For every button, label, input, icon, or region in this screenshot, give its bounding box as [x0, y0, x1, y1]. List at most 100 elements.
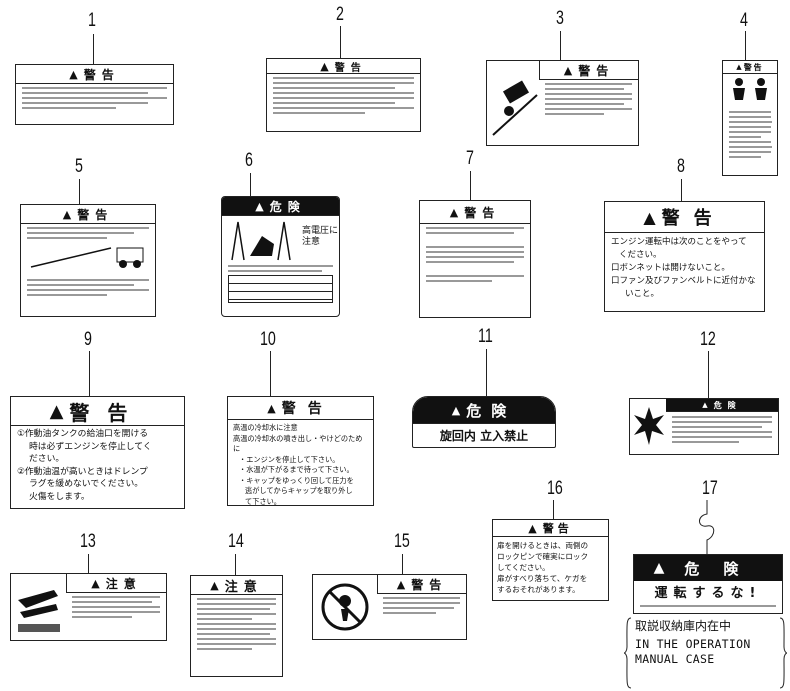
label-10-line: ・キャップをゆっくり回して圧力を: [239, 475, 354, 485]
label-12-number: 12: [700, 329, 716, 350]
label-9: ▲警告 ①作動油タンクの給油口を開ける 時は必ずエンジンを停止してく ださい。 …: [10, 396, 185, 509]
label-2: ▲ 警告: [266, 58, 421, 132]
label-13: ▲ 注意: [10, 573, 167, 641]
warning-triangle-icon: ▲: [451, 403, 461, 417]
warning-triangle-icon: ▲: [702, 401, 708, 409]
warning-triangle-icon: ▲: [320, 59, 329, 73]
label-7: ▲警告: [419, 200, 531, 318]
warning-triangle-icon: ▲: [736, 63, 742, 71]
label-10-line: て下さい。: [245, 496, 281, 506]
warning-triangle-icon: ▲: [69, 67, 78, 81]
warning-triangle-icon: ▲: [49, 400, 64, 422]
label-14: ▲ 注意: [190, 575, 283, 677]
label-7-number: 7: [466, 148, 474, 169]
warning-triangle-icon: ▲: [62, 207, 72, 221]
label-6: ▲ 危険 高電圧に注意: [221, 196, 340, 317]
label-2-number: 2: [336, 4, 344, 25]
label-10: ▲ 警告 高温の冷却水に注意 高温の冷却水の噴き出し・やけどのために ・エンジンを…: [227, 396, 374, 506]
label-4-number: 4: [740, 10, 748, 31]
label-8: ▲警告 エンジン運転中は次のことをやって ください。 口ボンネットは開けないこと…: [604, 201, 765, 312]
label-4: ▲警告: [722, 60, 778, 176]
label-10-number: 10: [260, 329, 276, 350]
label-16-line: ロックピンで確実にロック: [497, 552, 589, 561]
label-9-line: 火傷をします。: [29, 491, 90, 502]
label-16: ▲警告 扉を開けるときは、両側の ロックピンで確実にロック してください。 扉が…: [492, 519, 609, 601]
warning-triangle-icon: ▲: [210, 578, 219, 592]
label-8-line: エンジン運転中は次のことをやって: [611, 237, 747, 247]
label-12-title: 危険: [713, 400, 742, 410]
explosion-icon: [634, 407, 664, 445]
power-line-hazard-icon: [231, 221, 291, 261]
label-8-line: いこと。: [625, 289, 660, 299]
warning-triangle-icon: ▲: [643, 207, 656, 227]
label-8-line: 口ファン及びファンベルトに近付かな: [611, 276, 756, 286]
label-16-line: するおそれがあります。: [497, 585, 580, 594]
label-9-number: 9: [84, 329, 92, 350]
label-9-line: ②作動油温が高いときはドレンプ: [17, 466, 148, 477]
label-15-number: 15: [394, 531, 410, 552]
label-3-title: 警告: [578, 63, 615, 78]
label-11: ▲危険 旋回内 立入禁止: [412, 396, 556, 448]
label-16-line: 扉を開けるときは、両側の: [497, 541, 589, 550]
label-17-number: 17: [702, 478, 718, 499]
label-17-leader-icon: [699, 500, 715, 554]
manual-case-en-2: MANUAL CASE: [635, 652, 715, 666]
label-1-title: 警告: [83, 67, 120, 82]
label-2-title: 警告: [334, 62, 367, 74]
left-brace-icon: [624, 617, 632, 689]
label-10-line: ・エンジンを停止して下さい。: [239, 454, 340, 464]
right-brace-icon: [779, 617, 787, 689]
label-1: ▲ 警告: [15, 64, 174, 125]
label-16-line: してください。: [497, 563, 550, 572]
label-6-title: 危険: [269, 199, 306, 214]
label-5-title: 警告: [77, 207, 114, 222]
manual-case-jp: 取説収納庫内在中: [635, 619, 732, 633]
label-10-line: ・水温が下がるまで待って下さい。: [239, 465, 354, 474]
label-1-number: 1: [88, 10, 96, 31]
label-17-title: 危険: [684, 559, 763, 578]
hand-caution-icon: [18, 590, 60, 632]
label-8-title: 警告: [661, 208, 726, 229]
label-17-body: 運転するな!: [654, 586, 762, 601]
label-8-number: 8: [677, 156, 685, 177]
label-9-title: 警告: [69, 400, 146, 425]
label-14-number: 14: [228, 531, 244, 552]
label-16-number: 16: [547, 478, 563, 499]
label-14-title: 注意: [224, 579, 263, 595]
label-11-body: 旋回内 立入禁止: [439, 429, 529, 443]
label-15-title: 警告: [411, 577, 448, 592]
label-17: ▲ 危険 運転するな!: [633, 554, 783, 614]
label-13-number: 13: [80, 531, 96, 552]
label-12: ▲ 危険: [629, 398, 779, 455]
warning-triangle-icon: ▲: [449, 205, 459, 219]
person-hazard-icon: [733, 78, 767, 100]
label-8-line: 口ボンネットは開けないこと。: [611, 263, 730, 273]
label-10-title: 警告: [281, 401, 334, 417]
label-10-line: 逃がしてからキャップを取り外し: [245, 486, 353, 495]
label-5-number: 5: [75, 156, 83, 177]
label-15: ▲警告: [312, 574, 467, 640]
tipping-machine-icon: [492, 80, 538, 136]
warning-triangle-icon: ▲: [91, 576, 100, 590]
no-entry-crush-icon: [321, 583, 369, 631]
label-9-line: 時は必ずエンジンを停止してく: [29, 441, 152, 452]
label-10-line: 高温の冷却水の噴き出し・やけどのために: [233, 433, 363, 454]
label-5: ▲ 警告: [20, 204, 156, 317]
label-6-side: 高電圧に注意: [302, 226, 339, 247]
label-3-number: 3: [556, 8, 564, 29]
label-3: ▲警告: [486, 60, 639, 146]
label-9-line: ラグを緩めないでください。: [29, 479, 144, 489]
manual-case-en-1: IN THE OPERATION: [635, 637, 751, 651]
warning-triangle-icon: ▲: [653, 560, 665, 576]
label-10-line: 高温の冷却水に注意: [233, 423, 298, 432]
warning-triangle-icon: ▲: [255, 199, 264, 213]
warning-triangle-icon: ▲: [267, 401, 276, 415]
label-9-line: ①作動油タンクの給油口を開ける: [17, 429, 149, 439]
warning-triangle-icon: ▲: [528, 521, 537, 535]
label-4-title: 警告: [743, 62, 764, 72]
label-11-number: 11: [478, 326, 493, 347]
label-13-title: 注意: [105, 576, 142, 591]
label-9-line: ださい。: [29, 454, 65, 464]
label-16-title: 警告: [542, 522, 573, 535]
label-8-line: ください。: [619, 250, 662, 260]
